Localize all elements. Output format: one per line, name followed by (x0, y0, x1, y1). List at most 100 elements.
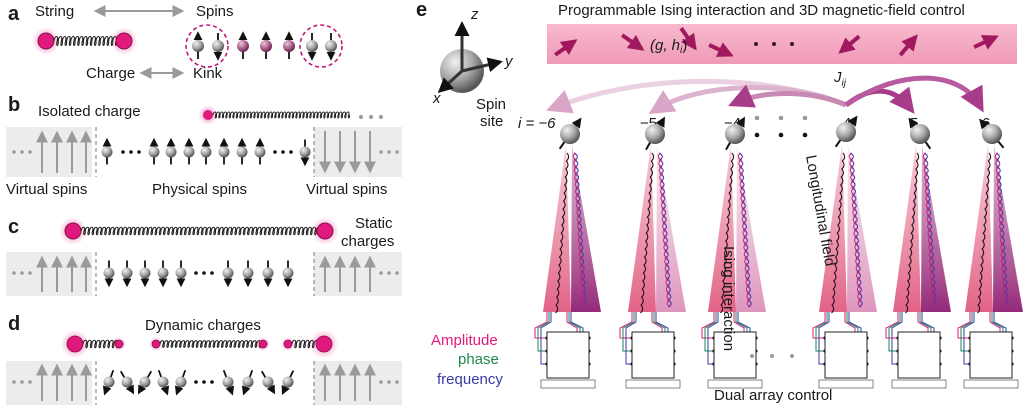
string-coil (159, 340, 262, 348)
control-unit (957, 312, 1019, 389)
virtual-spins-right-label: Virtual spins (306, 181, 387, 198)
ion-spin (979, 118, 1005, 149)
virtual-spins-left-box (6, 127, 92, 177)
ellipsis-dot (20, 380, 24, 384)
panel-b-letter: b (8, 94, 20, 116)
ion-ball (910, 124, 930, 144)
control-wire (625, 312, 637, 365)
wave-black (555, 152, 570, 314)
spin-ball (237, 40, 249, 52)
site-ellipsis (754, 115, 808, 138)
ellipsis-dot (12, 380, 16, 384)
spin-ball (262, 376, 274, 388)
control-wire (891, 312, 903, 365)
charge-dot (316, 222, 334, 240)
spin-ball (222, 376, 234, 388)
spin (236, 137, 248, 165)
ellipsis-dot (281, 150, 285, 154)
panel-a: a String Spins Charge Kink (8, 3, 343, 82)
field-arrow (973, 35, 999, 50)
spin (102, 369, 115, 396)
charge-dot (37, 32, 55, 50)
spin (192, 31, 204, 59)
spin-ball (299, 146, 311, 158)
wave-red (922, 152, 936, 308)
wave-red (572, 152, 586, 308)
control-unit (885, 312, 947, 389)
control-wire (957, 312, 971, 339)
ellipsis-dot (194, 271, 198, 275)
ion-ball (836, 122, 856, 142)
string-coil (82, 339, 119, 349)
amplitude-label: Amplitude (431, 332, 498, 349)
ellipsis-dot (20, 150, 24, 154)
spin-ball (306, 40, 318, 52)
ising-beam (628, 145, 656, 312)
spin (165, 137, 177, 165)
wave-red (994, 152, 1008, 308)
wave-black (640, 152, 655, 314)
ellipsis-dots (359, 115, 383, 119)
panel-a-letter: a (8, 3, 20, 25)
ising-beam (819, 145, 847, 312)
field-arrow (838, 34, 861, 54)
spin-ball (175, 376, 187, 388)
spins-row (192, 31, 337, 61)
control-wire (812, 312, 826, 339)
ellipsis-dot (28, 380, 32, 384)
charge-dot (151, 339, 161, 349)
spin-ball (282, 376, 294, 388)
spin-site-label-2: site (480, 113, 503, 130)
kink-circle-left (185, 24, 229, 68)
coupling-label: Jij (833, 69, 847, 89)
panel-d-letter: d (8, 313, 20, 335)
ion-spin (725, 116, 746, 151)
charge-dot (315, 335, 333, 353)
ellipsis-dot (12, 150, 16, 154)
field-arrow (898, 34, 918, 57)
spin-ball (325, 40, 337, 52)
control-unit (619, 312, 681, 389)
ellipsis-dot (210, 380, 214, 384)
x-axis-label: x (432, 90, 441, 107)
ellipsis-dot (202, 271, 206, 275)
y-axis-arrow (461, 57, 503, 73)
spin-ball (260, 40, 272, 52)
spin (237, 31, 249, 59)
ellipsis-dot (395, 271, 399, 275)
field-label: (g, hi) (650, 37, 687, 56)
wave-black (977, 152, 992, 314)
ellipsis-dot (379, 380, 383, 384)
field-arrow (679, 27, 697, 51)
spin (157, 260, 169, 288)
physical-spins-label: Physical spins (152, 181, 247, 198)
kink-circle-right (299, 24, 343, 68)
wave-blue (849, 152, 863, 308)
charge-dot (203, 110, 213, 120)
longitudinal-field-label: Longitudinal field (802, 154, 838, 268)
spin-ball (121, 267, 133, 279)
spin-ball (242, 267, 254, 279)
ising-interaction-label: Ising interaction (720, 246, 737, 351)
spin-chain (12, 252, 399, 296)
control-wire (534, 312, 548, 339)
string-label: String (35, 3, 74, 20)
control-box (631, 331, 675, 379)
spin (174, 369, 187, 396)
string-coil (212, 111, 351, 119)
wave-blue (573, 152, 587, 308)
control-wire (619, 312, 633, 339)
spin (260, 31, 272, 59)
spin (241, 369, 254, 396)
field-arrows (554, 27, 999, 57)
spin (137, 370, 153, 395)
control-base (891, 379, 947, 389)
spin-ball (101, 146, 113, 158)
spin (103, 260, 115, 288)
spin (260, 370, 276, 395)
spin-ball (175, 267, 187, 279)
wave-black (720, 152, 735, 314)
wave-blue (658, 152, 672, 308)
ellipsis-dot (387, 271, 391, 275)
